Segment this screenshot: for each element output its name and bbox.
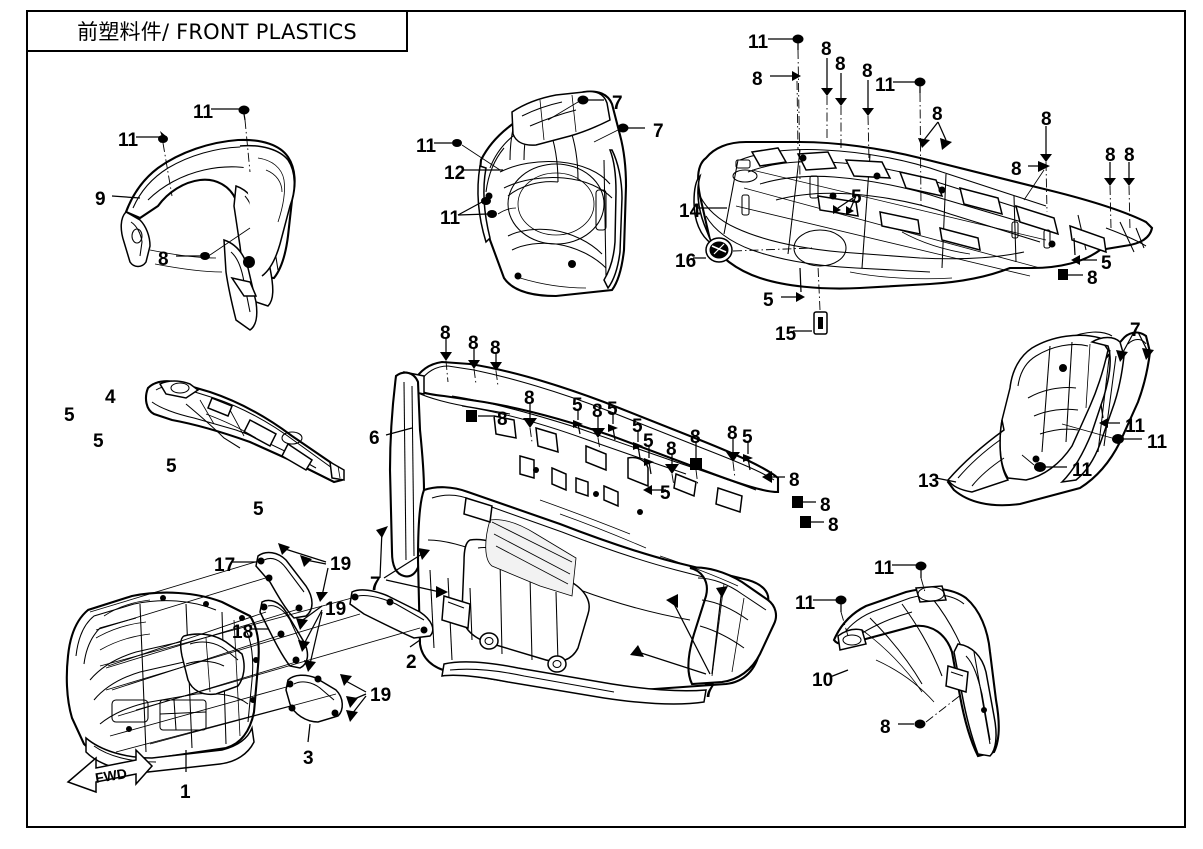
callout-10: 10 (812, 670, 834, 691)
callout-13: 13 (918, 471, 940, 492)
callout-8: 8 (932, 104, 943, 125)
callout-3: 3 (303, 748, 314, 769)
callout-5: 5 (64, 405, 75, 426)
callout-8: 8 (468, 333, 479, 354)
callout-7: 7 (370, 574, 381, 595)
callout-8: 8 (820, 495, 831, 516)
callout-8: 8 (880, 717, 891, 738)
diagram-title-box: 前塑料件/ FRONT PLASTICS (26, 10, 408, 52)
callout-7: 7 (704, 681, 715, 702)
callout-12: 12 (444, 163, 466, 184)
callout-5: 5 (1101, 253, 1112, 274)
callout-5: 5 (851, 187, 862, 208)
callout-8: 8 (158, 249, 169, 270)
callout-7: 7 (653, 121, 664, 142)
callout-8: 8 (524, 388, 535, 409)
callout-5: 5 (763, 290, 774, 311)
callout-15: 15 (775, 324, 797, 345)
callout-16: 16 (675, 251, 697, 272)
callout-5: 5 (660, 483, 671, 504)
callout-11: 11 (795, 593, 816, 614)
callout-14: 14 (679, 201, 701, 222)
callout-8: 8 (497, 409, 508, 430)
callout-9: 9 (95, 189, 106, 210)
callout-11: 11 (1147, 432, 1168, 453)
callout-5: 5 (93, 431, 104, 452)
callout-1: 1 (180, 782, 191, 803)
callout-11: 11 (416, 136, 437, 157)
callout-5: 5 (572, 395, 583, 416)
diagram-frame (26, 10, 1186, 828)
callout-11: 11 (193, 102, 214, 123)
callout-8: 8 (862, 61, 873, 82)
callout-5: 5 (643, 431, 654, 452)
callout-7: 7 (1130, 320, 1141, 341)
callout-8: 8 (690, 427, 701, 448)
callout-4: 4 (105, 387, 116, 408)
callout-5: 5 (166, 456, 177, 477)
callout-11: 11 (440, 208, 461, 229)
callout-8: 8 (592, 401, 603, 422)
callout-5: 5 (632, 416, 643, 437)
callout-11: 11 (875, 75, 896, 96)
callout-8: 8 (1124, 145, 1135, 166)
callout-18: 18 (232, 622, 254, 643)
callout-7: 7 (612, 93, 623, 114)
callout-19: 19 (370, 685, 392, 706)
callout-8: 8 (1041, 109, 1052, 130)
callout-5: 5 (253, 499, 264, 520)
callout-19: 19 (325, 599, 347, 620)
callout-8: 8 (490, 338, 501, 359)
callout-5: 5 (607, 399, 618, 420)
page-title: 前塑料件/ FRONT PLASTICS (77, 20, 357, 44)
callout-8: 8 (1105, 145, 1116, 166)
callout-8: 8 (440, 323, 451, 344)
callout-11: 11 (1125, 416, 1146, 437)
callout-8: 8 (752, 69, 763, 90)
callout-8: 8 (828, 515, 839, 536)
callout-5: 5 (742, 427, 753, 448)
callout-11: 11 (118, 130, 139, 151)
callout-8: 8 (1011, 159, 1022, 180)
callout-8: 8 (789, 470, 800, 491)
callout-11: 11 (874, 558, 895, 579)
callout-8: 8 (1087, 268, 1098, 289)
callout-17: 17 (214, 555, 236, 576)
callout-11: 11 (1072, 460, 1093, 481)
callout-8: 8 (835, 54, 846, 75)
callout-2: 2 (406, 652, 417, 673)
callout-11: 11 (748, 32, 769, 53)
callout-8: 8 (821, 39, 832, 60)
callout-8: 8 (727, 423, 738, 444)
callout-19: 19 (330, 554, 352, 575)
callout-6: 6 (369, 428, 380, 449)
callout-8: 8 (666, 439, 677, 460)
